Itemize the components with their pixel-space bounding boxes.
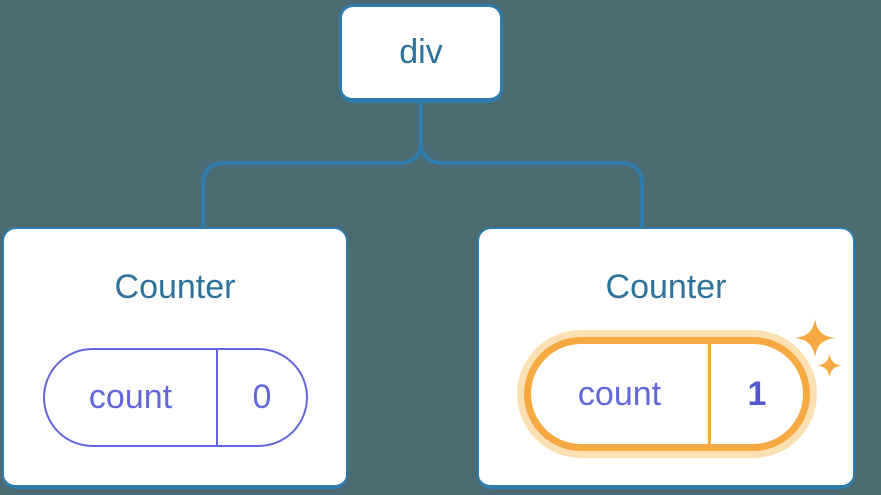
root-node-label: div [399, 33, 443, 71]
state-pill-highlighted: count 1 [524, 337, 810, 451]
state-key-label: count [88, 378, 173, 416]
pill-divider [216, 350, 218, 445]
connector-right-branch [419, 103, 644, 227]
counter-card-left: Counter count 0 [2, 227, 348, 489]
card-title: Counter [605, 268, 727, 306]
root-node-div: div [339, 4, 503, 103]
connector-left-branch [201, 103, 423, 227]
state-key-label: count [577, 374, 662, 413]
state-pill: count 0 [43, 348, 308, 447]
state-value: 0 [252, 378, 272, 416]
sparkle-icon [817, 353, 842, 378]
pill-divider [708, 344, 711, 444]
sparkle-icon [795, 318, 835, 358]
card-title: Counter [114, 268, 236, 306]
counter-card-right: Counter count 1 [477, 227, 855, 489]
state-value: 1 [747, 374, 767, 413]
